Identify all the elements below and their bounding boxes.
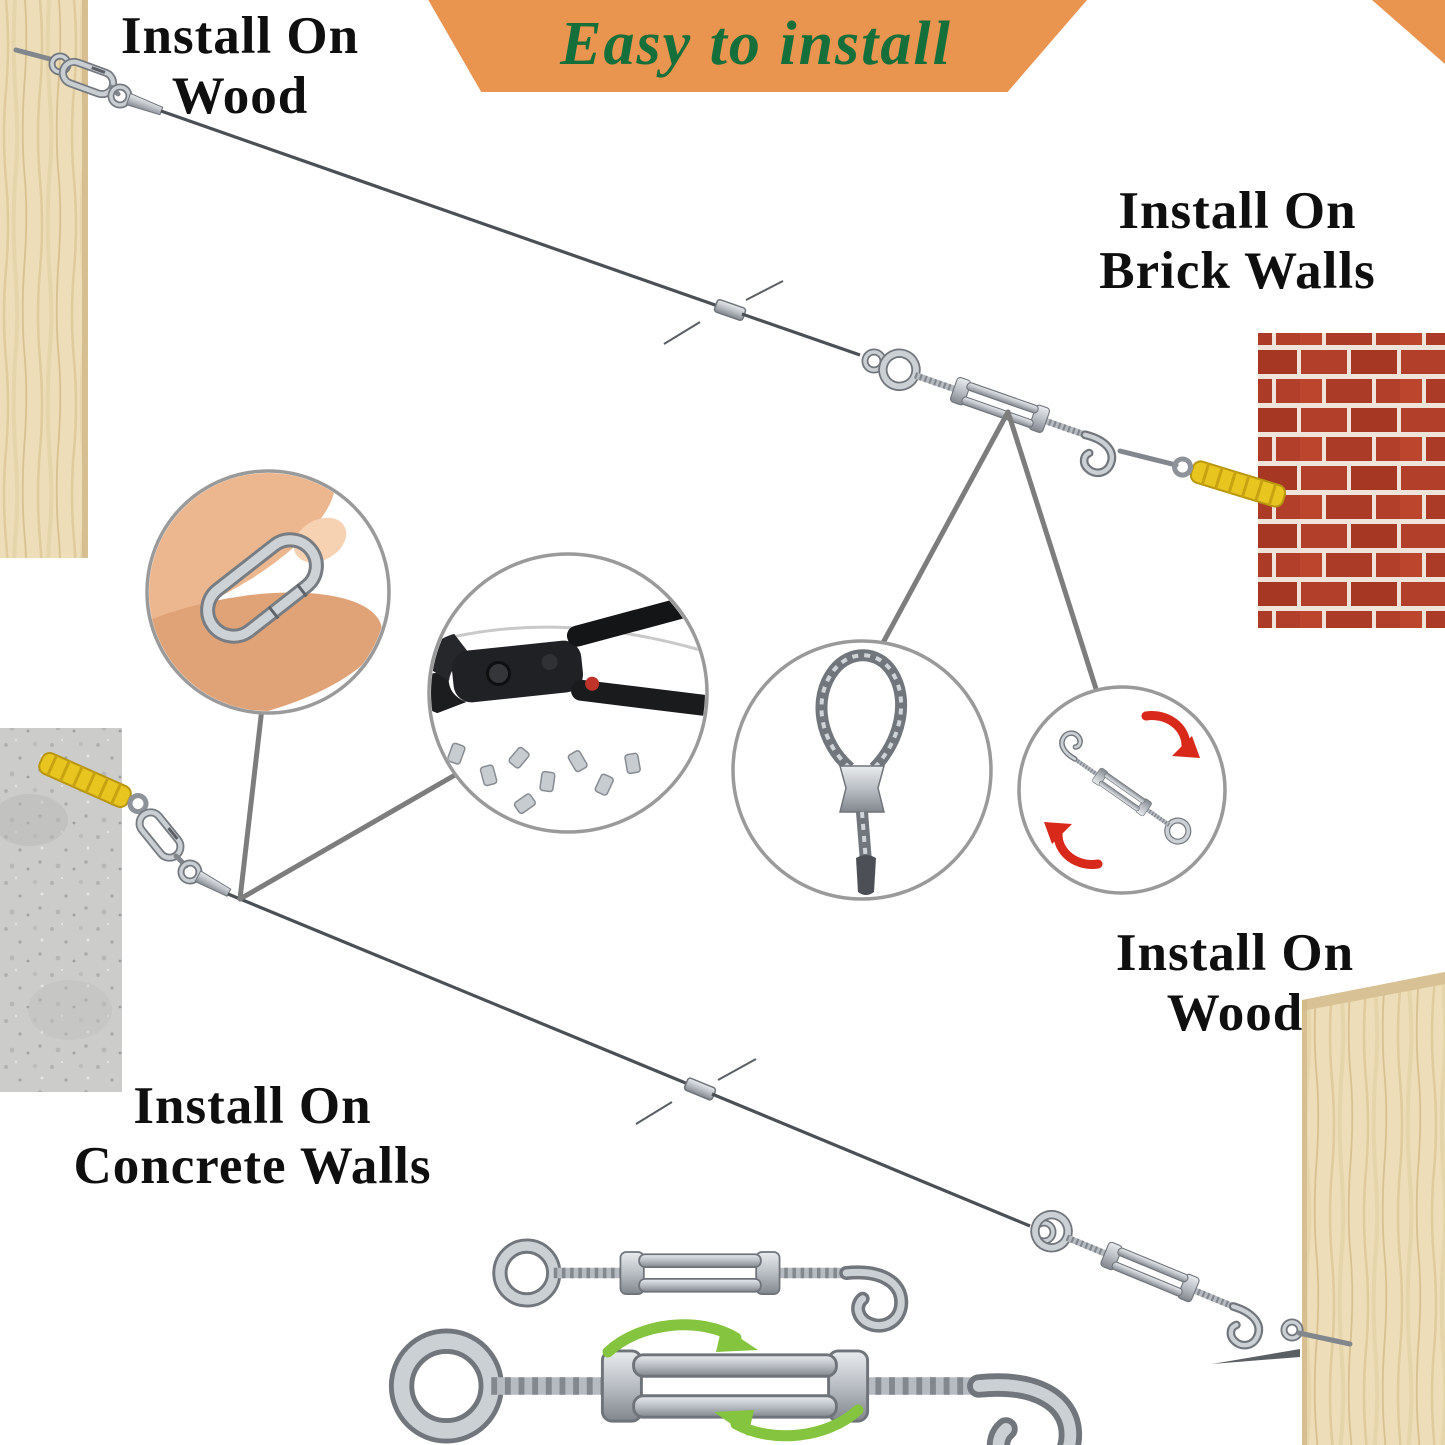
finger [149,473,335,631]
wire-rope-bottom [227,892,689,1086]
banner: Easy to install [428,0,1087,92]
callout-lines [237,409,1100,902]
rotation-arrows-red [1044,711,1200,869]
label-install-on-concrete-walls: Install On Concrete Walls [15,1076,490,1196]
brick-wall-photo [1258,333,1445,628]
screw-eye [13,47,53,62]
cable-loop-photo [815,649,908,895]
wood-post-top-left [0,0,88,558]
label-line: Wood [171,67,309,125]
wire-rope-top [160,109,719,308]
crimping-tool-callout [427,552,709,834]
crimp-sleeve [682,1076,718,1102]
wire-end-tip [1212,1349,1300,1364]
carabiner-callout [145,469,391,715]
crimp-sleeve [712,298,748,322]
label-line: Concrete Walls [73,1137,432,1195]
aluminum-ferrules [447,742,641,815]
swage-eye-terminal [178,860,233,901]
wood-post-bottom-right [1302,972,1445,1445]
label-line: Wood [1166,984,1304,1042]
crimp-sleeve [839,765,885,813]
turnbuckle-inline [1024,1210,1271,1350]
carabiner-photo [200,532,324,644]
label-line: Brick Walls [1099,242,1376,300]
turnbuckle-inline [873,349,1122,477]
top-wire-assembly [13,47,1287,509]
label-line: Install On [133,1077,372,1135]
banner-title: Easy to install [560,9,952,78]
label-line: Install On [120,7,360,65]
label-line: Install On [1118,182,1357,240]
swage-end-fitting [856,855,876,895]
label-install-on-wood-top: Install On Wood [35,6,445,126]
screw-eye [1296,1330,1353,1347]
cable-loop-callout [731,639,993,901]
corner-accent [1372,0,1445,64]
turnbuckle-large-illustration [402,1319,1071,1445]
thumb [149,592,383,711]
rotation-arrows-green [602,1319,864,1442]
label-install-on-wood-right: Install On Wood [1030,923,1440,1043]
label-install-on-brick-walls: Install On Brick Walls [1035,181,1440,301]
turnbuckle-small-illustration [500,1246,901,1326]
turnbuckle-rotate-callout [1017,685,1227,895]
label-line: Install On [1115,924,1355,982]
bottom-wire-assembly [37,750,1353,1364]
